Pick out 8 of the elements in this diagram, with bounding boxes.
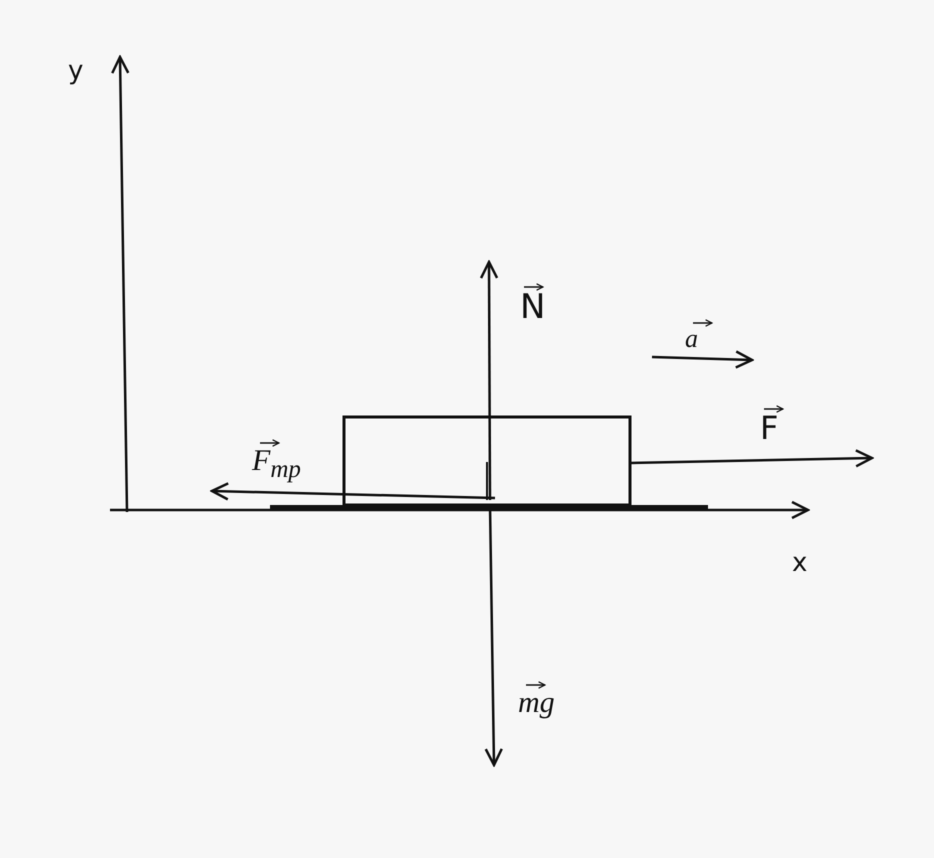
- vector-label: mg: [518, 688, 555, 718]
- axis-label: x: [792, 550, 808, 576]
- vector-label: F$_{тр}$: [252, 446, 301, 482]
- vector-label: F: [760, 412, 778, 444]
- vector-label: N: [520, 290, 546, 324]
- block: [342, 416, 632, 506]
- vector-label: a: [685, 326, 698, 352]
- axis-label: y: [68, 58, 84, 84]
